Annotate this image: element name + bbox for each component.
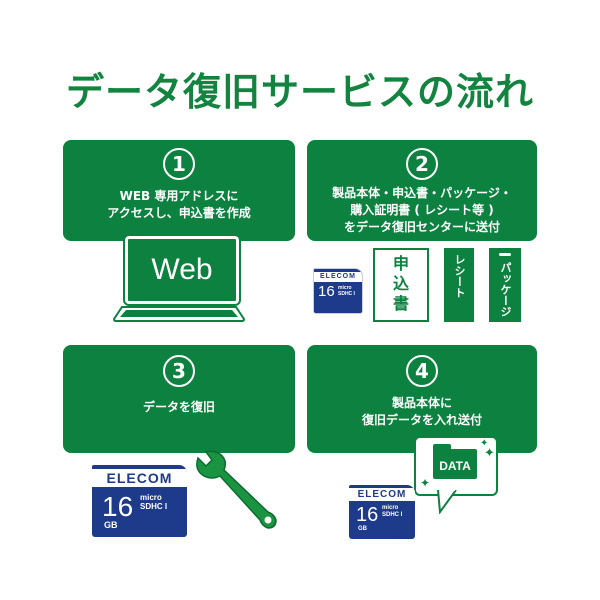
wrench-icon (196, 450, 277, 529)
sparkle-icon: ✦ (420, 476, 431, 490)
step-3-text: データを復旧 (142, 400, 215, 414)
step-number-4: 4 (406, 355, 438, 387)
step-4-card: 4 製品本体に 復旧データを入れ送付 (307, 345, 537, 453)
receipt-icon: レシート (444, 248, 474, 322)
laptop-label: Web (151, 253, 213, 286)
step-number-2: 2 (406, 148, 438, 180)
application-form-icon: 申 込 書 (373, 248, 429, 322)
sd-brand: ELECOM (314, 272, 362, 282)
step-4-text: 製品本体に 復旧データを入れ送付 (361, 396, 482, 427)
sd-capacity: 16 (356, 504, 379, 526)
step-1-text: WEB 専用アドレスに アクセスし、申込書を作成 (107, 189, 251, 220)
sd-unit: GB (358, 526, 367, 532)
sd-unit: GB (104, 520, 118, 530)
data-folder-icon: DATA (433, 449, 477, 479)
package-hanger-icon (499, 253, 511, 256)
step-1-card: 1 WEB 専用アドレスに アクセスし、申込書を作成 (63, 140, 295, 241)
laptop-base-icon (112, 306, 246, 322)
step-number-1: 1 (163, 148, 195, 180)
step-3-card: 3 データを復旧 (63, 345, 295, 453)
laptop-icon: Web (123, 234, 241, 306)
step-2-card: 2 製品本体・申込書・パッケージ・ 購入証明書 ( レシート等 ) をデータ復旧… (307, 140, 537, 241)
page-title: データ復旧サービスの流れ (65, 70, 534, 114)
sd-capacity: 16 (102, 491, 134, 522)
package-icon: パッケージ (489, 248, 521, 322)
sparkle-icon: ✦ (480, 438, 489, 449)
sd-brand: ELECOM (92, 469, 187, 487)
folder-tab-icon (433, 444, 451, 452)
sd-brand: ELECOM (349, 488, 415, 501)
step-2-text: 製品本体・申込書・パッケージ・ 購入証明書 ( レシート等 ) をデータ復旧セン… (332, 186, 512, 234)
sparkle-icon: ✦ (484, 446, 495, 461)
step-number-3: 3 (163, 355, 195, 387)
sd-capacity: 16 (318, 283, 335, 300)
speech-bubble (414, 436, 498, 496)
bubble-tail-icon (437, 490, 457, 514)
